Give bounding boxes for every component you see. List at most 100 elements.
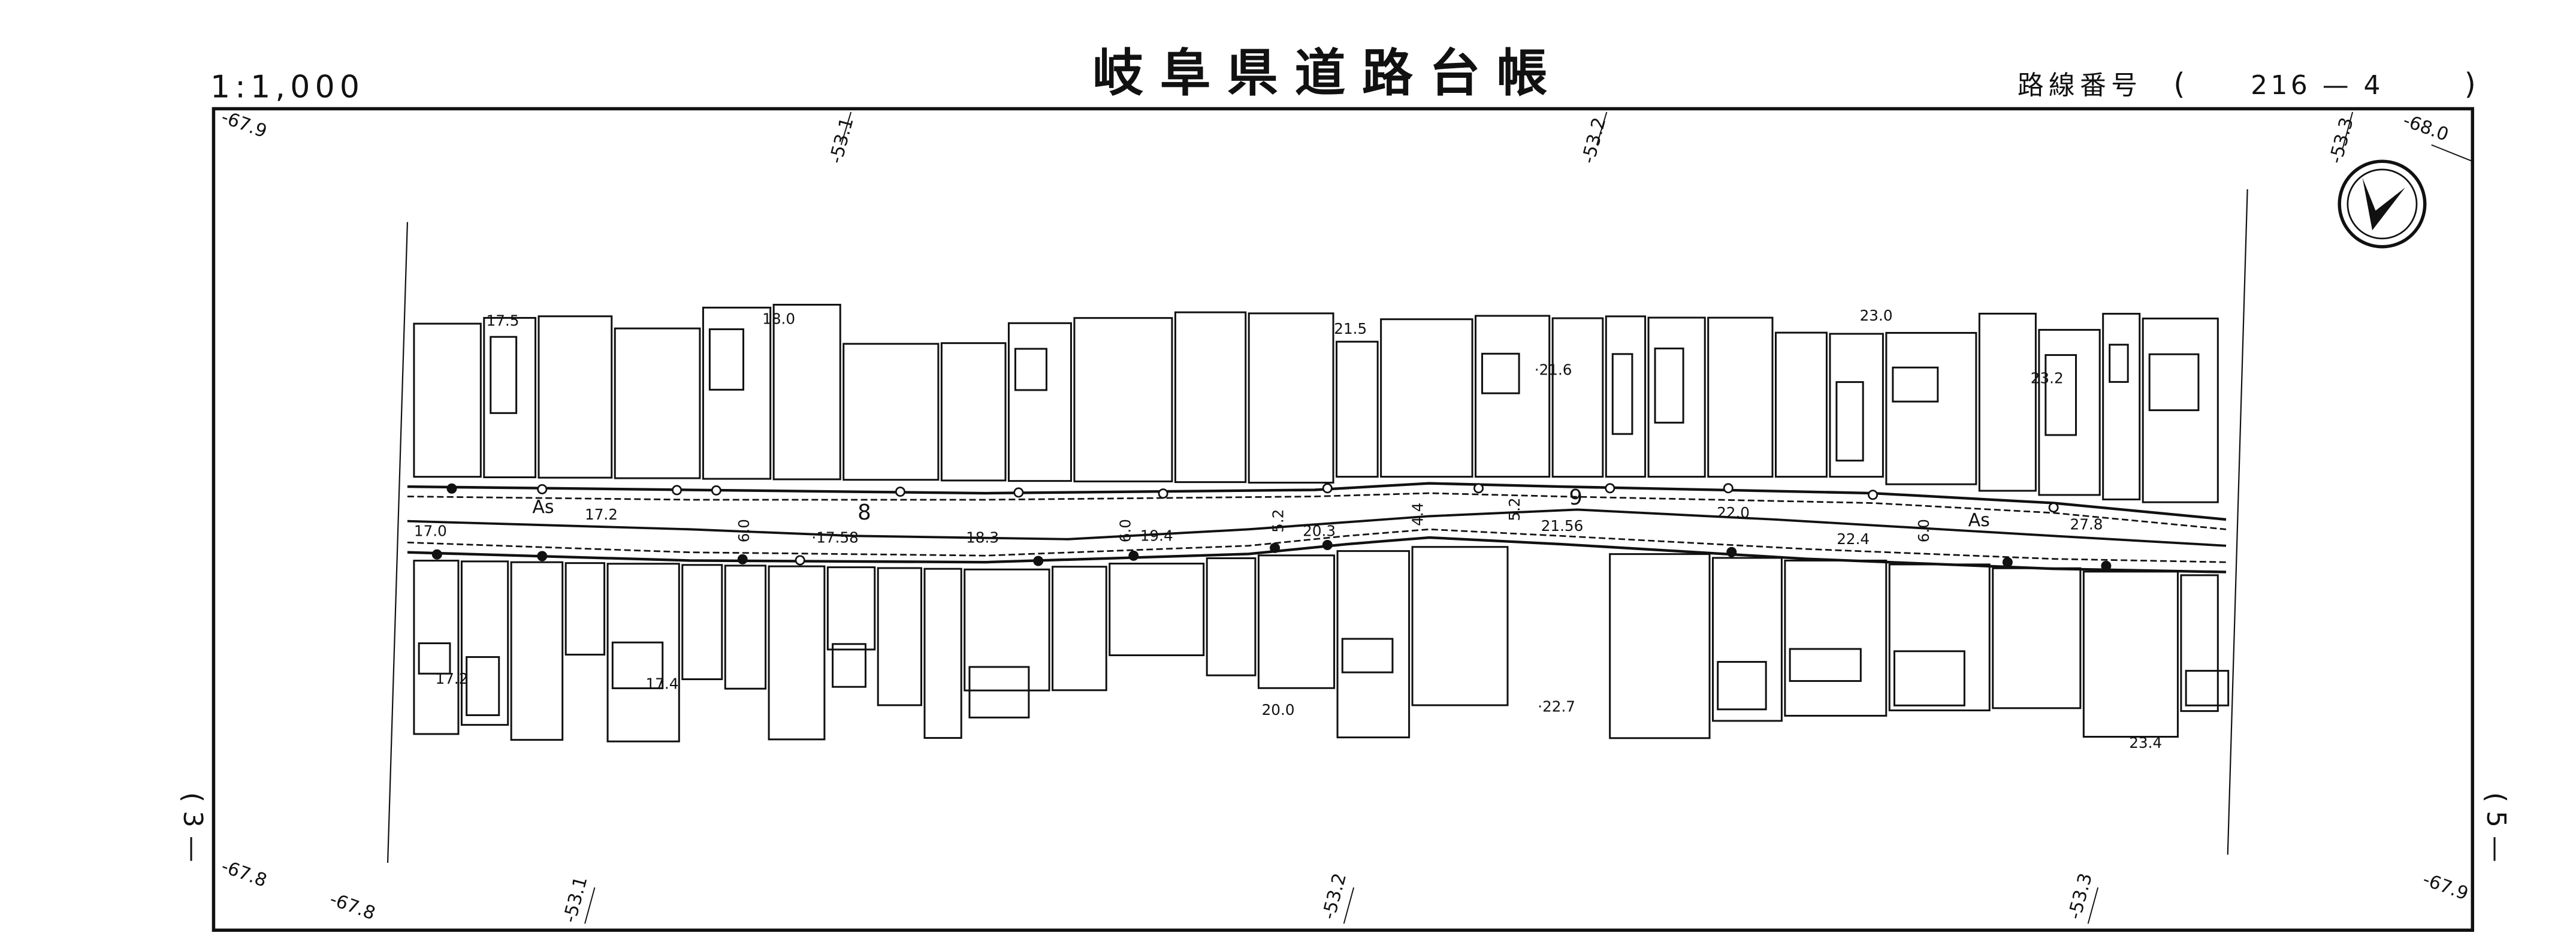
- surface-label: As: [532, 497, 554, 518]
- building: [2180, 574, 2219, 712]
- width-label: 5.2: [1269, 509, 1287, 533]
- building: [772, 303, 841, 481]
- building: [2082, 570, 2179, 738]
- building: [702, 306, 772, 480]
- map-limit-left: [386, 222, 409, 863]
- elevation-label: 17.0: [414, 522, 447, 539]
- building: [842, 343, 940, 481]
- elevation-label: ·22.7: [1538, 698, 1575, 715]
- road-centerline: [407, 508, 2227, 547]
- building: [1647, 316, 1706, 478]
- grid-tick: [2342, 111, 2354, 149]
- boundary-marker: [446, 483, 457, 494]
- building: [2148, 353, 2200, 412]
- route-open-paren: (: [2173, 67, 2185, 101]
- building: [1835, 381, 1864, 462]
- building: [1551, 317, 1604, 478]
- elevation-label: ·17.58: [811, 529, 858, 546]
- elevation-label: 27.8: [2070, 515, 2103, 533]
- elevation-label: 19.4: [1140, 527, 1173, 545]
- building: [483, 316, 537, 478]
- building: [1014, 348, 1047, 391]
- boundary-marker: [431, 549, 442, 560]
- building: [614, 327, 701, 479]
- building: [964, 568, 1050, 692]
- building: [564, 562, 606, 656]
- building: [968, 666, 1030, 718]
- building: [1774, 331, 1828, 478]
- building: [1717, 661, 1767, 711]
- boundary-marker: [1270, 542, 1281, 553]
- boundary-marker: [2048, 502, 2059, 513]
- grid-tick: [584, 887, 596, 924]
- grid-label: -68.0: [2400, 110, 2451, 146]
- building: [1611, 353, 1633, 435]
- north-arrow-icon: [2338, 159, 2427, 249]
- map-limit-right: [2227, 189, 2248, 855]
- grid-label: -53.2: [1578, 115, 1610, 165]
- building: [1052, 566, 1107, 692]
- boundary-marker: [1322, 540, 1333, 551]
- boundary-marker: [537, 484, 548, 494]
- grid-label: -53.2: [1318, 871, 1351, 922]
- building: [510, 561, 564, 741]
- building: [1336, 550, 1411, 739]
- building: [1109, 562, 1205, 657]
- boundary-marker: [1473, 483, 1484, 494]
- width-label: 6.0: [1915, 519, 1932, 542]
- building: [1789, 648, 1862, 682]
- building: [1712, 557, 1783, 722]
- station-number: 9: [1569, 485, 1583, 510]
- building: [413, 322, 482, 478]
- building: [611, 641, 664, 690]
- boundary-marker: [737, 554, 748, 564]
- sheet-ref-left: ( 3 —: [177, 792, 208, 862]
- boundary-marker: [1033, 555, 1044, 566]
- building: [1893, 650, 1965, 707]
- building: [940, 342, 1007, 482]
- boundary-marker: [1128, 550, 1139, 561]
- building: [1605, 315, 1647, 478]
- elevation-label: 17.2: [585, 506, 618, 523]
- elevation-label: 22.0: [1717, 504, 1750, 521]
- building: [413, 560, 460, 735]
- building: [1341, 638, 1394, 674]
- grid-tick: [2431, 144, 2473, 162]
- building: [1380, 318, 1473, 478]
- building: [1336, 340, 1379, 478]
- boundary-marker: [795, 555, 805, 566]
- grid-tick: [1596, 111, 1608, 146]
- building: [2109, 343, 2129, 383]
- building: [606, 563, 680, 742]
- grid-tick: [2087, 887, 2099, 924]
- grid-label: -53.3: [2326, 115, 2358, 165]
- elevation-label: 18.0: [762, 310, 795, 328]
- elevation-label: 20.3: [1303, 522, 1336, 539]
- grid-label: -53.3: [2064, 871, 2097, 922]
- road-north-edge: [407, 482, 2227, 521]
- building: [2142, 318, 2219, 503]
- road-south-sidewalk: [407, 528, 2227, 563]
- building: [724, 564, 767, 690]
- route-close-paren: ): [2465, 67, 2476, 101]
- road-markers-layer: [431, 483, 2112, 571]
- building: [460, 560, 509, 726]
- building: [466, 656, 500, 716]
- elevation-label: 22.4: [1837, 530, 1870, 548]
- boundary-marker: [1723, 483, 1734, 494]
- surface-label: As: [1968, 510, 1990, 531]
- building: [1829, 333, 1884, 478]
- building: [826, 566, 876, 651]
- boundary-marker: [1605, 483, 1615, 494]
- width-label: 4.4: [1409, 503, 1426, 526]
- building: [1174, 311, 1247, 484]
- boundary-marker: [1013, 487, 1024, 498]
- boundary-marker: [672, 485, 682, 496]
- boundary-marker: [2101, 560, 2112, 571]
- boundary-marker: [895, 487, 905, 497]
- grid-label: -67.9: [219, 107, 270, 143]
- building: [1609, 553, 1711, 739]
- boundary-marker: [1868, 490, 1879, 500]
- scale-label: 1:1,000: [210, 69, 364, 105]
